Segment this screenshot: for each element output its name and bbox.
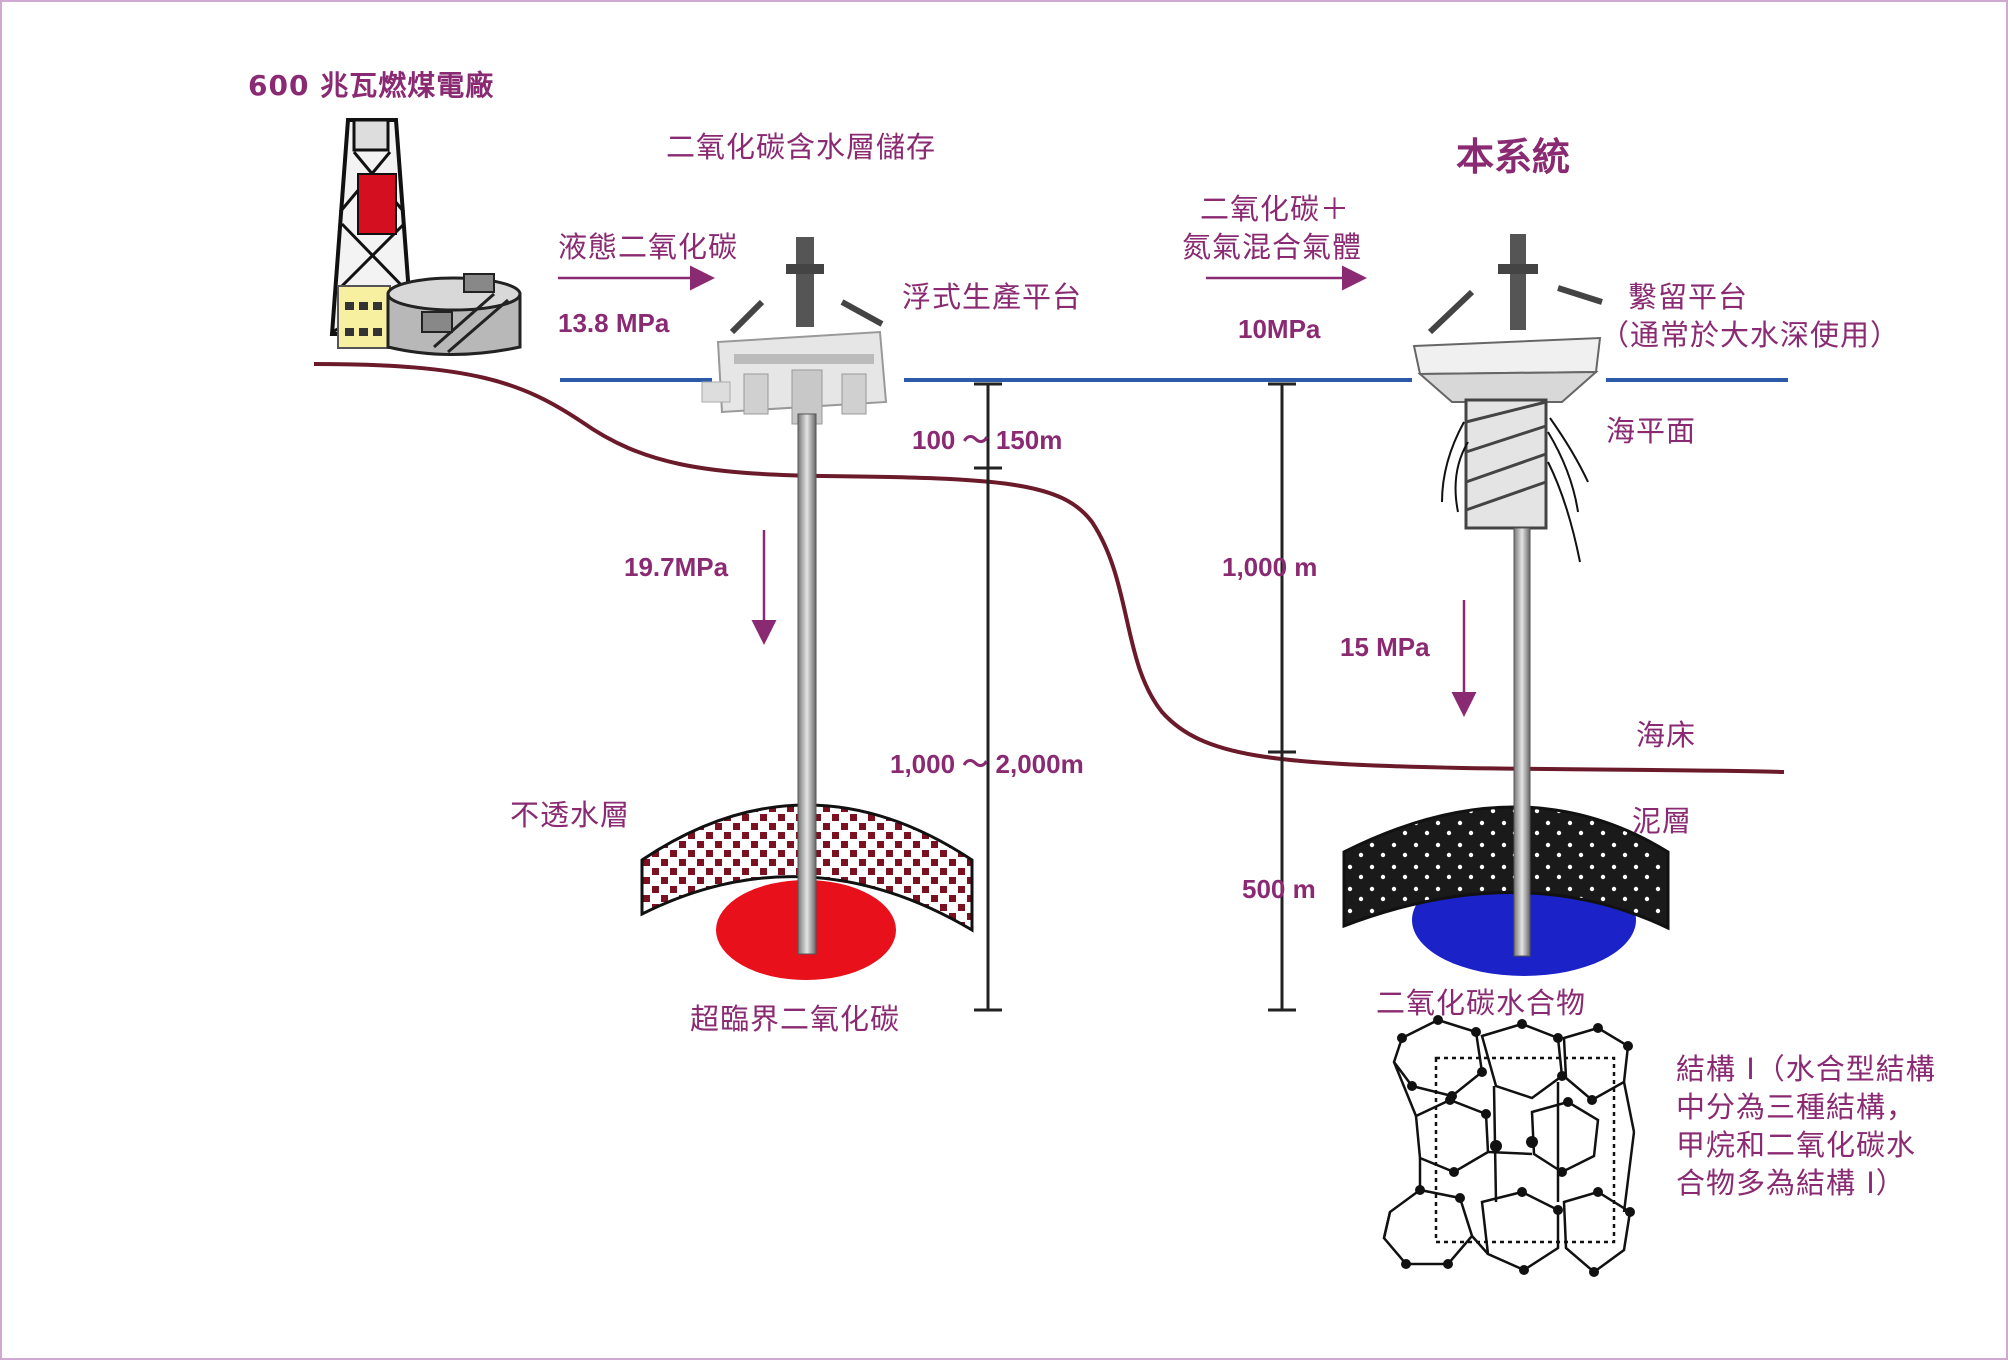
flow-arrows bbox=[558, 265, 1477, 717]
hydrate-structure-lattice bbox=[1382, 1018, 1636, 1274]
co2-n2-label-line2: 氮氣混合氣體 bbox=[1182, 230, 1363, 264]
seabed-label: 海床 bbox=[1636, 718, 1697, 752]
power-plant-label: 600 兆瓦燃煤電廠 bbox=[248, 69, 495, 102]
pressure-19-7-label: 19.7MPa bbox=[624, 552, 729, 582]
depth-100-150-label: 100 ～ 150m bbox=[912, 425, 1063, 455]
structure-note-line: 結構 I（水合型結構 bbox=[1676, 1052, 1936, 1086]
structure-note: 結構 I（水合型結構 中分為三種結構， 甲烷和二氧化碳水 合物多為結構 I） bbox=[1676, 1050, 1996, 1202]
mud-layer bbox=[1342, 805, 1670, 931]
pressure-15-label: 15 MPa bbox=[1340, 632, 1430, 662]
co2-n2-label-line1: 二氧化碳＋ bbox=[1200, 192, 1351, 226]
injection-pipe-right bbox=[1513, 527, 1531, 957]
depth-scale-right bbox=[1268, 382, 1296, 1012]
sea-level-label: 海平面 bbox=[1606, 414, 1697, 448]
moored-platform-note: （通常於大水深使用） bbox=[1600, 318, 1901, 352]
structure-note-line: 中分為三種結構， bbox=[1676, 1090, 1917, 1124]
power-plant-illustration bbox=[329, 118, 522, 356]
structure-note-line: 合物多為結構 I） bbox=[1676, 1166, 1906, 1200]
hydrate-lattice-atoms bbox=[1397, 1015, 1635, 1277]
pressure-13-8-label: 13.8 MPa bbox=[558, 308, 670, 338]
structure-note-line: 甲烷和二氧化碳水 bbox=[1676, 1128, 1917, 1162]
injection-pipe-left bbox=[797, 413, 817, 955]
floating-platform-illustration bbox=[701, 237, 888, 425]
depth-1000-2000-label: 1,000 ～ 2,000m bbox=[890, 749, 1084, 779]
mud-layer-label: 泥層 bbox=[1632, 804, 1693, 838]
depth-scale-left bbox=[974, 382, 1002, 1012]
supercritical-co2-label: 超臨界二氧化碳 bbox=[690, 1002, 901, 1036]
system-title: 本系統 bbox=[1456, 135, 1571, 179]
depth-1000-label: 1,000 m bbox=[1222, 552, 1318, 582]
moored-platform-illustration bbox=[1412, 234, 1603, 563]
pressure-10-label: 10MPa bbox=[1238, 314, 1321, 344]
depth-500-label: 500 m bbox=[1242, 874, 1316, 904]
moored-platform-label: 繫留平台 bbox=[1628, 280, 1749, 314]
liquid-co2-label: 液態二氧化碳 bbox=[558, 230, 739, 264]
impermeable-layer-label: 不透水層 bbox=[510, 798, 631, 832]
co2-hydrate-label: 二氧化碳水合物 bbox=[1376, 986, 1587, 1020]
floating-platform-label: 浮式生產平台 bbox=[902, 280, 1083, 314]
seabed-profile-line bbox=[313, 362, 1785, 774]
aquifer-storage-title: 二氧化碳含水層儲存 bbox=[666, 130, 937, 164]
